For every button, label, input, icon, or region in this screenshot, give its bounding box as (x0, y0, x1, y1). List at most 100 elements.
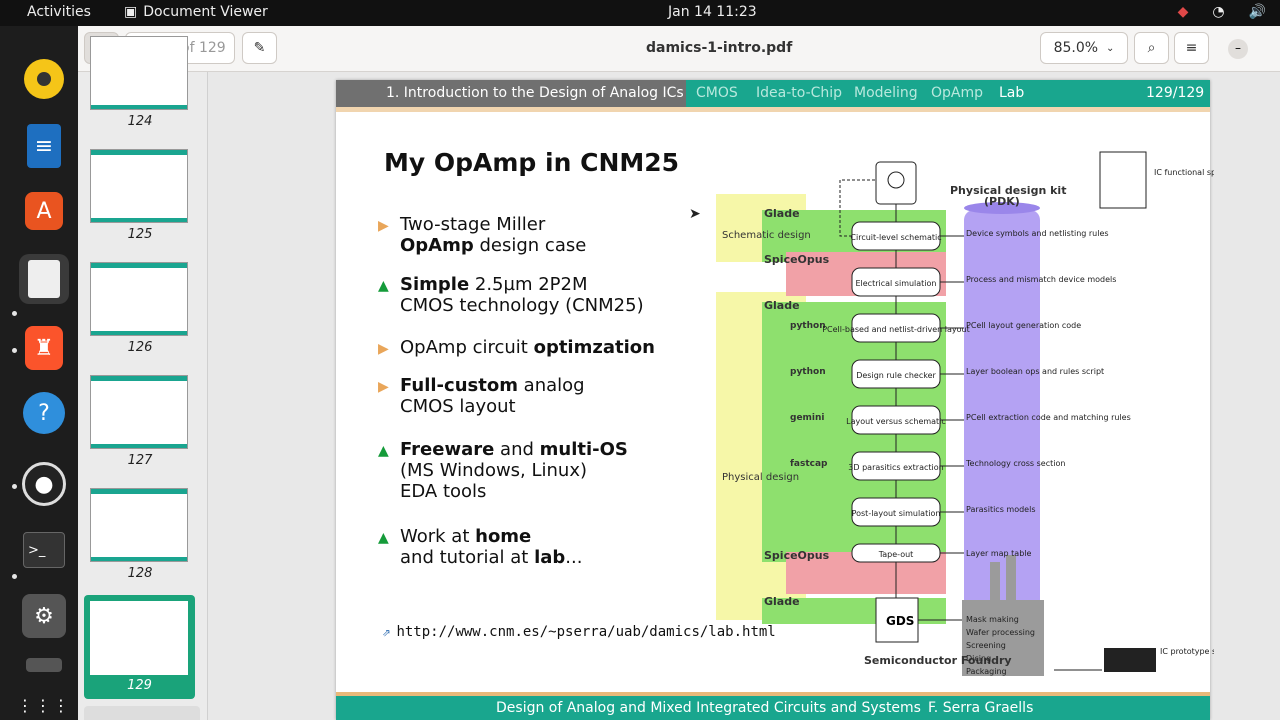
gds-label: GDS (886, 614, 914, 628)
update-icon[interactable]: ◔ (1212, 4, 1225, 20)
thumbnail-label: 127 (127, 453, 153, 468)
svg-text:Technology cross section: Technology cross section (965, 459, 1065, 468)
thumbnail-127[interactable] (90, 375, 188, 449)
svg-text:Glade: Glade (764, 595, 800, 608)
menu-button[interactable]: ≡ (1174, 32, 1209, 64)
header-bar: ▥ 129 of 129 ✎ damics-1-intro.pdf 85.0%⌄… (78, 26, 1280, 72)
svg-text:SpiceOpus: SpiceOpus (764, 253, 830, 266)
thumbnail-label: 126 (127, 340, 153, 355)
thumbnail-label: 128 (127, 566, 153, 581)
svg-text:Glade: Glade (764, 207, 800, 220)
pdk-cylinder (964, 210, 1040, 622)
extension-icon[interactable]: ◆ (1177, 4, 1189, 20)
svg-text:Packaging: Packaging (966, 667, 1007, 676)
svg-text:Schematic design: Schematic design (722, 230, 811, 241)
bullet-3: ▶OpAmp circuit optimzation (378, 337, 655, 358)
slide-header: 1. Introduction to the Design of Analog … (336, 80, 1210, 107)
system-tray[interactable]: ◆ ◔ 🔊 (1178, 4, 1266, 20)
svg-text:PCell layout generation code: PCell layout generation code (966, 321, 1081, 330)
thumbnail-label: 125 (127, 227, 153, 242)
writer-icon[interactable]: ≡ (27, 124, 61, 168)
svg-text:Physical design kit: Physical design kit (950, 184, 1066, 197)
svg-text:Layer map table: Layer map table (966, 549, 1032, 558)
tab-opamp[interactable]: OpAmp (931, 85, 984, 101)
spec-document-icon (1099, 151, 1147, 209)
thumbnail-sidebar[interactable]: 124 125 126 127 128 129 (78, 36, 208, 720)
svg-text:python: python (790, 367, 826, 377)
thumbnail-129-selected[interactable]: 129 (84, 595, 195, 699)
brave-icon[interactable]: ♜ (25, 326, 63, 370)
footer-author: F. Serra Graells (928, 700, 1034, 716)
minimize-button[interactable]: – (1228, 39, 1248, 59)
thumbnail-125[interactable] (90, 149, 188, 223)
svg-text:Design rule checker: Design rule checker (856, 371, 936, 380)
document-viewer-icon[interactable] (19, 254, 69, 304)
dock: ≡ A ♜ ? ● >_ ⚙ ⋮⋮⋮ (0, 26, 78, 720)
show-apps-icon[interactable]: ⋮⋮⋮ (17, 695, 71, 715)
link-icon: ⇗ (382, 624, 391, 640)
footer-title: Design of Analog and Mixed Integrated Ci… (496, 700, 921, 716)
svg-text:Physical design: Physical design (722, 472, 799, 483)
slide-section[interactable]: 1. Introduction to the Design of Analog … (386, 85, 684, 101)
foundry-building (962, 600, 1044, 676)
help-icon[interactable]: ? (23, 392, 65, 434)
slide-title: My OpAmp in CNM25 (384, 148, 680, 177)
document-canvas[interactable]: 1. Introduction to the Design of Analog … (208, 72, 1280, 720)
clock[interactable]: Jan 14 11:23 (668, 4, 757, 20)
terminal-icon[interactable]: >_ (23, 532, 65, 568)
app-center-icon[interactable]: A (25, 192, 63, 230)
drive-icon[interactable] (26, 658, 62, 672)
svg-text:PCell extraction code and matc: PCell extraction code and matching rules (966, 413, 1131, 422)
bullet-5: ▲Freeware and multi-OS(MS Windows, Linux… (378, 439, 628, 502)
svg-text:SpiceOpus: SpiceOpus (764, 549, 830, 562)
document-title: damics-1-intro.pdf (646, 40, 793, 56)
annotate-button[interactable]: ✎ (242, 32, 277, 64)
svg-text:Post-layout simulation: Post-layout simulation (852, 509, 941, 518)
svg-text:3D parasitics extraction: 3D parasitics extraction (848, 463, 943, 472)
search-icon: ⌕ (1147, 40, 1156, 56)
page-total: of 129 (181, 40, 226, 56)
search-button[interactable]: ⌕ (1134, 32, 1169, 64)
volume-icon[interactable]: 🔊 (1248, 4, 1266, 20)
chevron-down-icon: ⌄ (1106, 42, 1115, 54)
svg-text:(PDK): (PDK) (984, 195, 1020, 208)
tab-idea-to-chip[interactable]: Idea-to-Chip (756, 85, 843, 101)
svg-text:Glade: Glade (764, 299, 800, 312)
gds-box (875, 597, 919, 643)
svg-text:Electrical simulation: Electrical simulation (855, 279, 936, 288)
svg-text:Screening: Screening (966, 641, 1006, 650)
svg-text:IC functional specifications: IC functional specifications (1154, 168, 1214, 177)
thumbnail-128[interactable] (90, 488, 188, 562)
running-indicator (12, 574, 17, 579)
activities-button[interactable]: Activities (27, 4, 91, 20)
running-indicator (12, 348, 17, 353)
idea-bulb-icon (875, 161, 917, 205)
sidebar-view-switcher[interactable] (84, 706, 200, 720)
lab-link[interactable]: ⇗http://www.cnm.es/~pserra/uab/damics/la… (382, 624, 776, 640)
svg-text:Layout versus schematic: Layout versus schematic (846, 417, 946, 426)
thumbnail-126[interactable] (90, 262, 188, 336)
obs-icon[interactable]: ● (22, 462, 66, 506)
svg-text:Wafer processing: Wafer processing (966, 628, 1035, 637)
mouse-cursor-icon: ➤ (689, 206, 701, 222)
rhythmbox-icon[interactable] (24, 59, 64, 99)
zoom-dropdown[interactable]: 85.0%⌄ (1040, 32, 1128, 64)
tab-modeling[interactable]: Modeling (854, 85, 918, 101)
tab-cmos[interactable]: CMOS (696, 85, 738, 101)
tab-lab[interactable]: Lab (999, 85, 1025, 101)
svg-text:python: python (790, 321, 826, 331)
svg-text:Process and mismatch device mo: Process and mismatch device models (966, 275, 1116, 284)
svg-text:Circuit-level schematic: Circuit-level schematic (850, 233, 941, 242)
divider (336, 107, 1210, 112)
app-menu[interactable]: ▣Document Viewer (124, 4, 268, 20)
svg-text:fastcap: fastcap (790, 459, 828, 469)
thumbnail-124[interactable] (90, 36, 188, 110)
settings-icon[interactable]: ⚙ (22, 594, 66, 638)
svg-text:IC prototype samples: IC prototype samples (1160, 647, 1214, 656)
top-bar: Activities ▣Document Viewer Jan 14 11:23… (0, 0, 1280, 26)
thumbnail-label: 124 (127, 114, 153, 129)
svg-text:Parasitics models: Parasitics models (966, 505, 1036, 514)
hamburger-icon: ≡ (1185, 40, 1198, 56)
